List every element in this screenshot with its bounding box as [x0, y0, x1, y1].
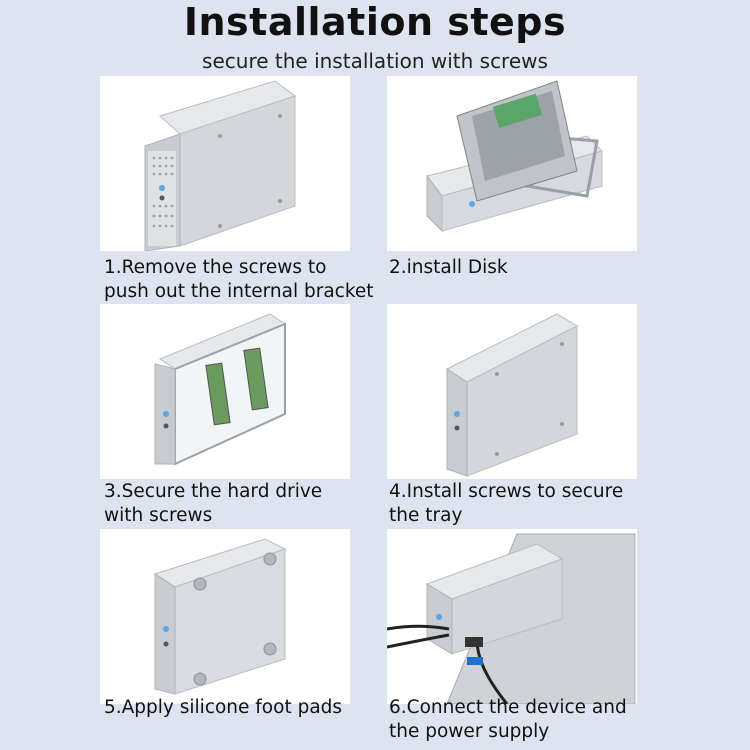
disk-install-illustration: [426, 80, 603, 233]
page-subtitle: secure the installation with screws: [202, 49, 548, 73]
cable: [387, 624, 450, 631]
usb-plug-icon: [467, 657, 483, 665]
step-6-caption: 6.Connect the device and the power suppl…: [389, 697, 627, 742]
bracket-illustration: [154, 313, 287, 466]
step-6-image: [387, 529, 637, 704]
connect-illustration: [387, 533, 636, 704]
step-5-caption: 5.Apply silicone foot pads: [104, 697, 343, 718]
enclosure-illustration: [144, 80, 297, 251]
step-3-image: [100, 304, 350, 479]
step-1-image: [100, 76, 350, 251]
foot-pads-illustration: [153, 538, 287, 695]
step-4-caption: 4.Install screws to secure the tray: [389, 481, 624, 526]
step-1-caption: 1.Remove the screws to push out the inte…: [104, 257, 374, 302]
cable: [387, 633, 450, 649]
step-2-image: [387, 76, 637, 251]
step-2-caption: 2.install Disk: [389, 257, 508, 278]
step-4-image: [387, 304, 637, 479]
step-3-caption: 3.Secure the hard drive with screws: [104, 481, 323, 526]
disk-label-icon: [492, 93, 543, 128]
closed-enclosure-illustration: [445, 313, 579, 477]
led-icon: [159, 185, 165, 191]
page-title: Installation steps: [183, 0, 567, 44]
step-5-image: [100, 529, 350, 704]
